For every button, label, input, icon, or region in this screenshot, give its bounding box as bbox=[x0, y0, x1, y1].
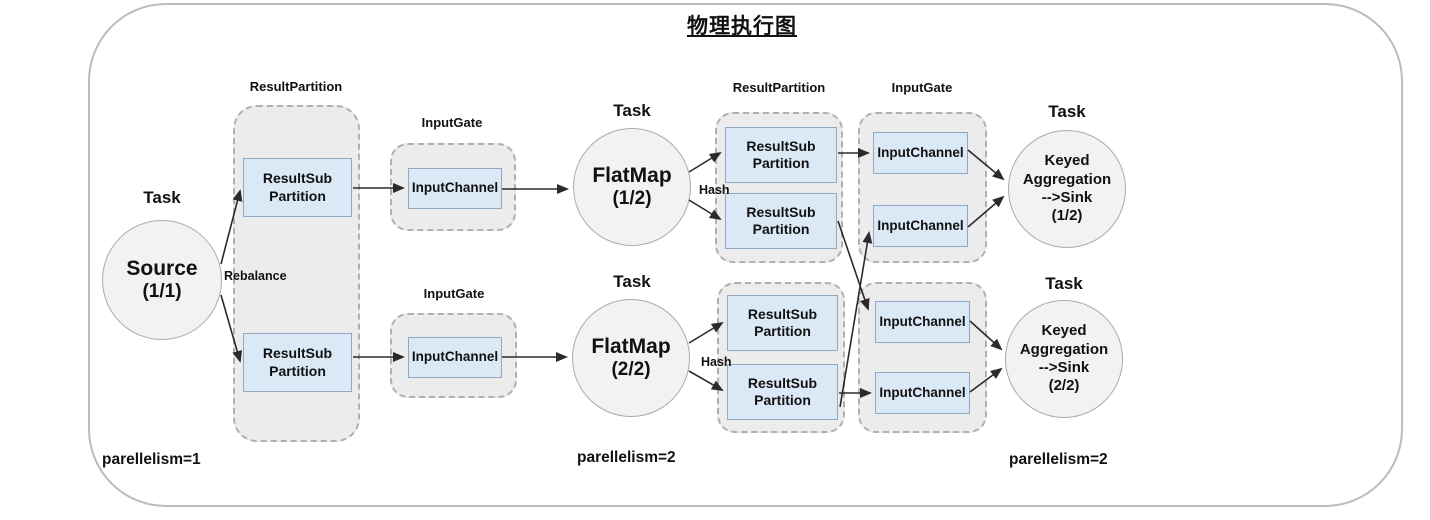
input-channel-text: InputChannel bbox=[879, 384, 966, 400]
task-node-keyed-agg2: Keyed Aggregation -->Sink (2/2) bbox=[1005, 300, 1123, 418]
input-gate-label-2: InputGate bbox=[891, 80, 953, 95]
result-sub-partition-text: ResultSub bbox=[747, 305, 818, 322]
hash-label-2: Hash bbox=[701, 355, 732, 369]
input-channel-text: InputChannel bbox=[877, 217, 964, 233]
input-channel-text: InputChannel bbox=[879, 313, 966, 329]
node-name: Keyed bbox=[1044, 152, 1090, 170]
task-node-keyed-agg1: Keyed Aggregation -->Sink (1/2) bbox=[1008, 130, 1126, 248]
input-channel-text: InputChannel bbox=[411, 180, 499, 196]
task-label-agg2: Task bbox=[1045, 274, 1083, 293]
task-label-flatmap2: Task bbox=[613, 272, 651, 291]
node-index: (1/2) bbox=[612, 188, 652, 210]
input-gate-label-3: InputGate bbox=[423, 286, 485, 301]
parallelism-label-flatmap: parellelism=2 bbox=[577, 449, 676, 466]
node-index: (2/2) bbox=[1048, 377, 1080, 395]
result-partition-label-1: ResultPartition bbox=[249, 79, 343, 94]
rebalance-label: Rebalance bbox=[224, 269, 287, 283]
node-name: Source bbox=[126, 257, 198, 280]
input-channel-text: InputChannel bbox=[411, 349, 499, 365]
node-name: FlatMap bbox=[592, 164, 672, 187]
input-channel-text: InputChannel bbox=[877, 144, 964, 160]
input-channel-2: InputChannel bbox=[408, 337, 502, 378]
task-label-agg1: Task bbox=[1048, 102, 1086, 121]
input-gate-label-1: InputGate bbox=[421, 115, 483, 130]
input-channel-5: InputChannel bbox=[875, 301, 970, 343]
input-channel-4: InputChannel bbox=[873, 205, 968, 247]
task-label-source: Task bbox=[143, 188, 181, 207]
result-sub-partition-text: ResultSub bbox=[262, 170, 333, 186]
diagram-title: 物理执行图 bbox=[687, 15, 797, 38]
result-sub-partition-2b: ResultSub Partition bbox=[725, 193, 837, 249]
task-label-flatmap1: Task bbox=[613, 101, 651, 120]
result-sub-partition-3b: ResultSub Partition bbox=[727, 364, 838, 420]
result-sub-partition-text: ResultSub bbox=[262, 345, 333, 361]
result-partition-label-2: ResultPartition bbox=[732, 80, 826, 95]
input-channel-1: InputChannel bbox=[408, 168, 502, 209]
task-node-flatmap2: FlatMap (2/2) bbox=[572, 299, 690, 417]
result-sub-partition-2a: ResultSub Partition bbox=[725, 127, 837, 183]
result-sub-partition-text: ResultSub bbox=[746, 137, 816, 154]
node-index: (1/2) bbox=[1051, 207, 1083, 225]
result-sub-partition-text: ResultSub bbox=[747, 374, 818, 391]
node-name: Keyed bbox=[1041, 322, 1087, 340]
result-sub-partition-1a: ResultSub Partition bbox=[243, 158, 352, 217]
result-sub-partition-text: ResultSub bbox=[746, 203, 816, 220]
node-index: (1/1) bbox=[142, 281, 182, 303]
result-sub-partition-1b: ResultSub Partition bbox=[243, 333, 352, 392]
input-channel-3: InputChannel bbox=[873, 132, 968, 174]
parallelism-label-source: parellelism=1 bbox=[102, 451, 201, 468]
node-index: (2/2) bbox=[611, 359, 651, 381]
result-sub-partition-3a: ResultSub Partition bbox=[727, 295, 838, 351]
input-channel-6: InputChannel bbox=[875, 372, 970, 414]
task-node-flatmap1: FlatMap (1/2) bbox=[573, 128, 691, 246]
hash-label-1: Hash bbox=[699, 183, 730, 197]
task-node-source: Source (1/1) bbox=[102, 220, 222, 340]
parallelism-label-sink: parellelism=2 bbox=[1009, 451, 1108, 468]
node-name: FlatMap bbox=[591, 335, 671, 358]
